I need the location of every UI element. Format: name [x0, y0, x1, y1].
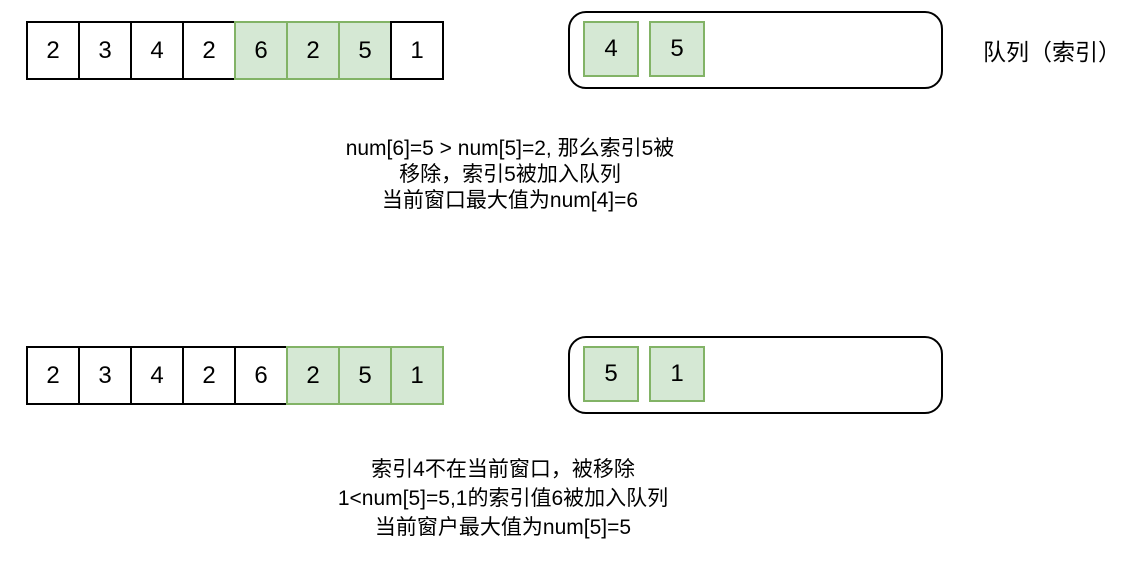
- array-step2: 2 3 4 2 6 2 5 1: [26, 346, 444, 405]
- caption-step1: num[6]=5 > num[5]=2, 那么索引5被 移除，索引5被加入队列 …: [290, 136, 730, 214]
- queue-label: 队列（索引）: [983, 39, 1121, 65]
- array1-cell-1: 3: [78, 21, 132, 80]
- array2-cell-5: 2: [286, 346, 340, 405]
- array1-cell-4: 6: [234, 21, 288, 80]
- queue2-item-0: 5: [583, 346, 639, 402]
- caption-step2-line-1: 索引4不在当前窗口，被移除: [371, 458, 635, 481]
- queue1-item-0: 4: [583, 21, 639, 77]
- caption-step1-line-2: 移除，索引5被加入队列: [399, 163, 621, 186]
- array1-cell-2: 4: [130, 21, 184, 80]
- caption-step2-line-3: 当前窗户最大值为num[5]=5: [374, 516, 632, 539]
- queue-step2: 5 1: [568, 336, 943, 414]
- queue-step1: 4 5: [568, 11, 943, 89]
- caption-step2: 索引4不在当前窗口，被移除 1<num[5]=5,1的索引值6被加入队列 当前窗…: [283, 455, 723, 542]
- caption-step1-line-3: 当前窗口最大值为num[4]=6: [381, 189, 639, 212]
- array-step1: 2 3 4 2 6 2 5 1: [26, 21, 444, 80]
- array1-cell-5: 2: [286, 21, 340, 80]
- array2-cell-4: 6: [234, 346, 288, 405]
- array2-cell-0: 2: [26, 346, 80, 405]
- array2-cell-1: 3: [78, 346, 132, 405]
- array1-cell-0: 2: [26, 21, 80, 80]
- caption-step2-line-2: 1<num[5]=5,1的索引值6被加入队列: [337, 487, 669, 510]
- array2-cell-6: 5: [338, 346, 392, 405]
- queue2-item-1: 1: [649, 346, 705, 402]
- caption-step1-line-1: num[6]=5 > num[5]=2, 那么索引5被: [345, 137, 675, 160]
- array2-cell-3: 2: [182, 346, 236, 405]
- array2-cell-2: 4: [130, 346, 184, 405]
- array1-cell-7: 1: [390, 21, 444, 80]
- queue1-item-1: 5: [649, 21, 705, 77]
- array1-cell-6: 5: [338, 21, 392, 80]
- array2-cell-7: 1: [390, 346, 444, 405]
- array1-cell-3: 2: [182, 21, 236, 80]
